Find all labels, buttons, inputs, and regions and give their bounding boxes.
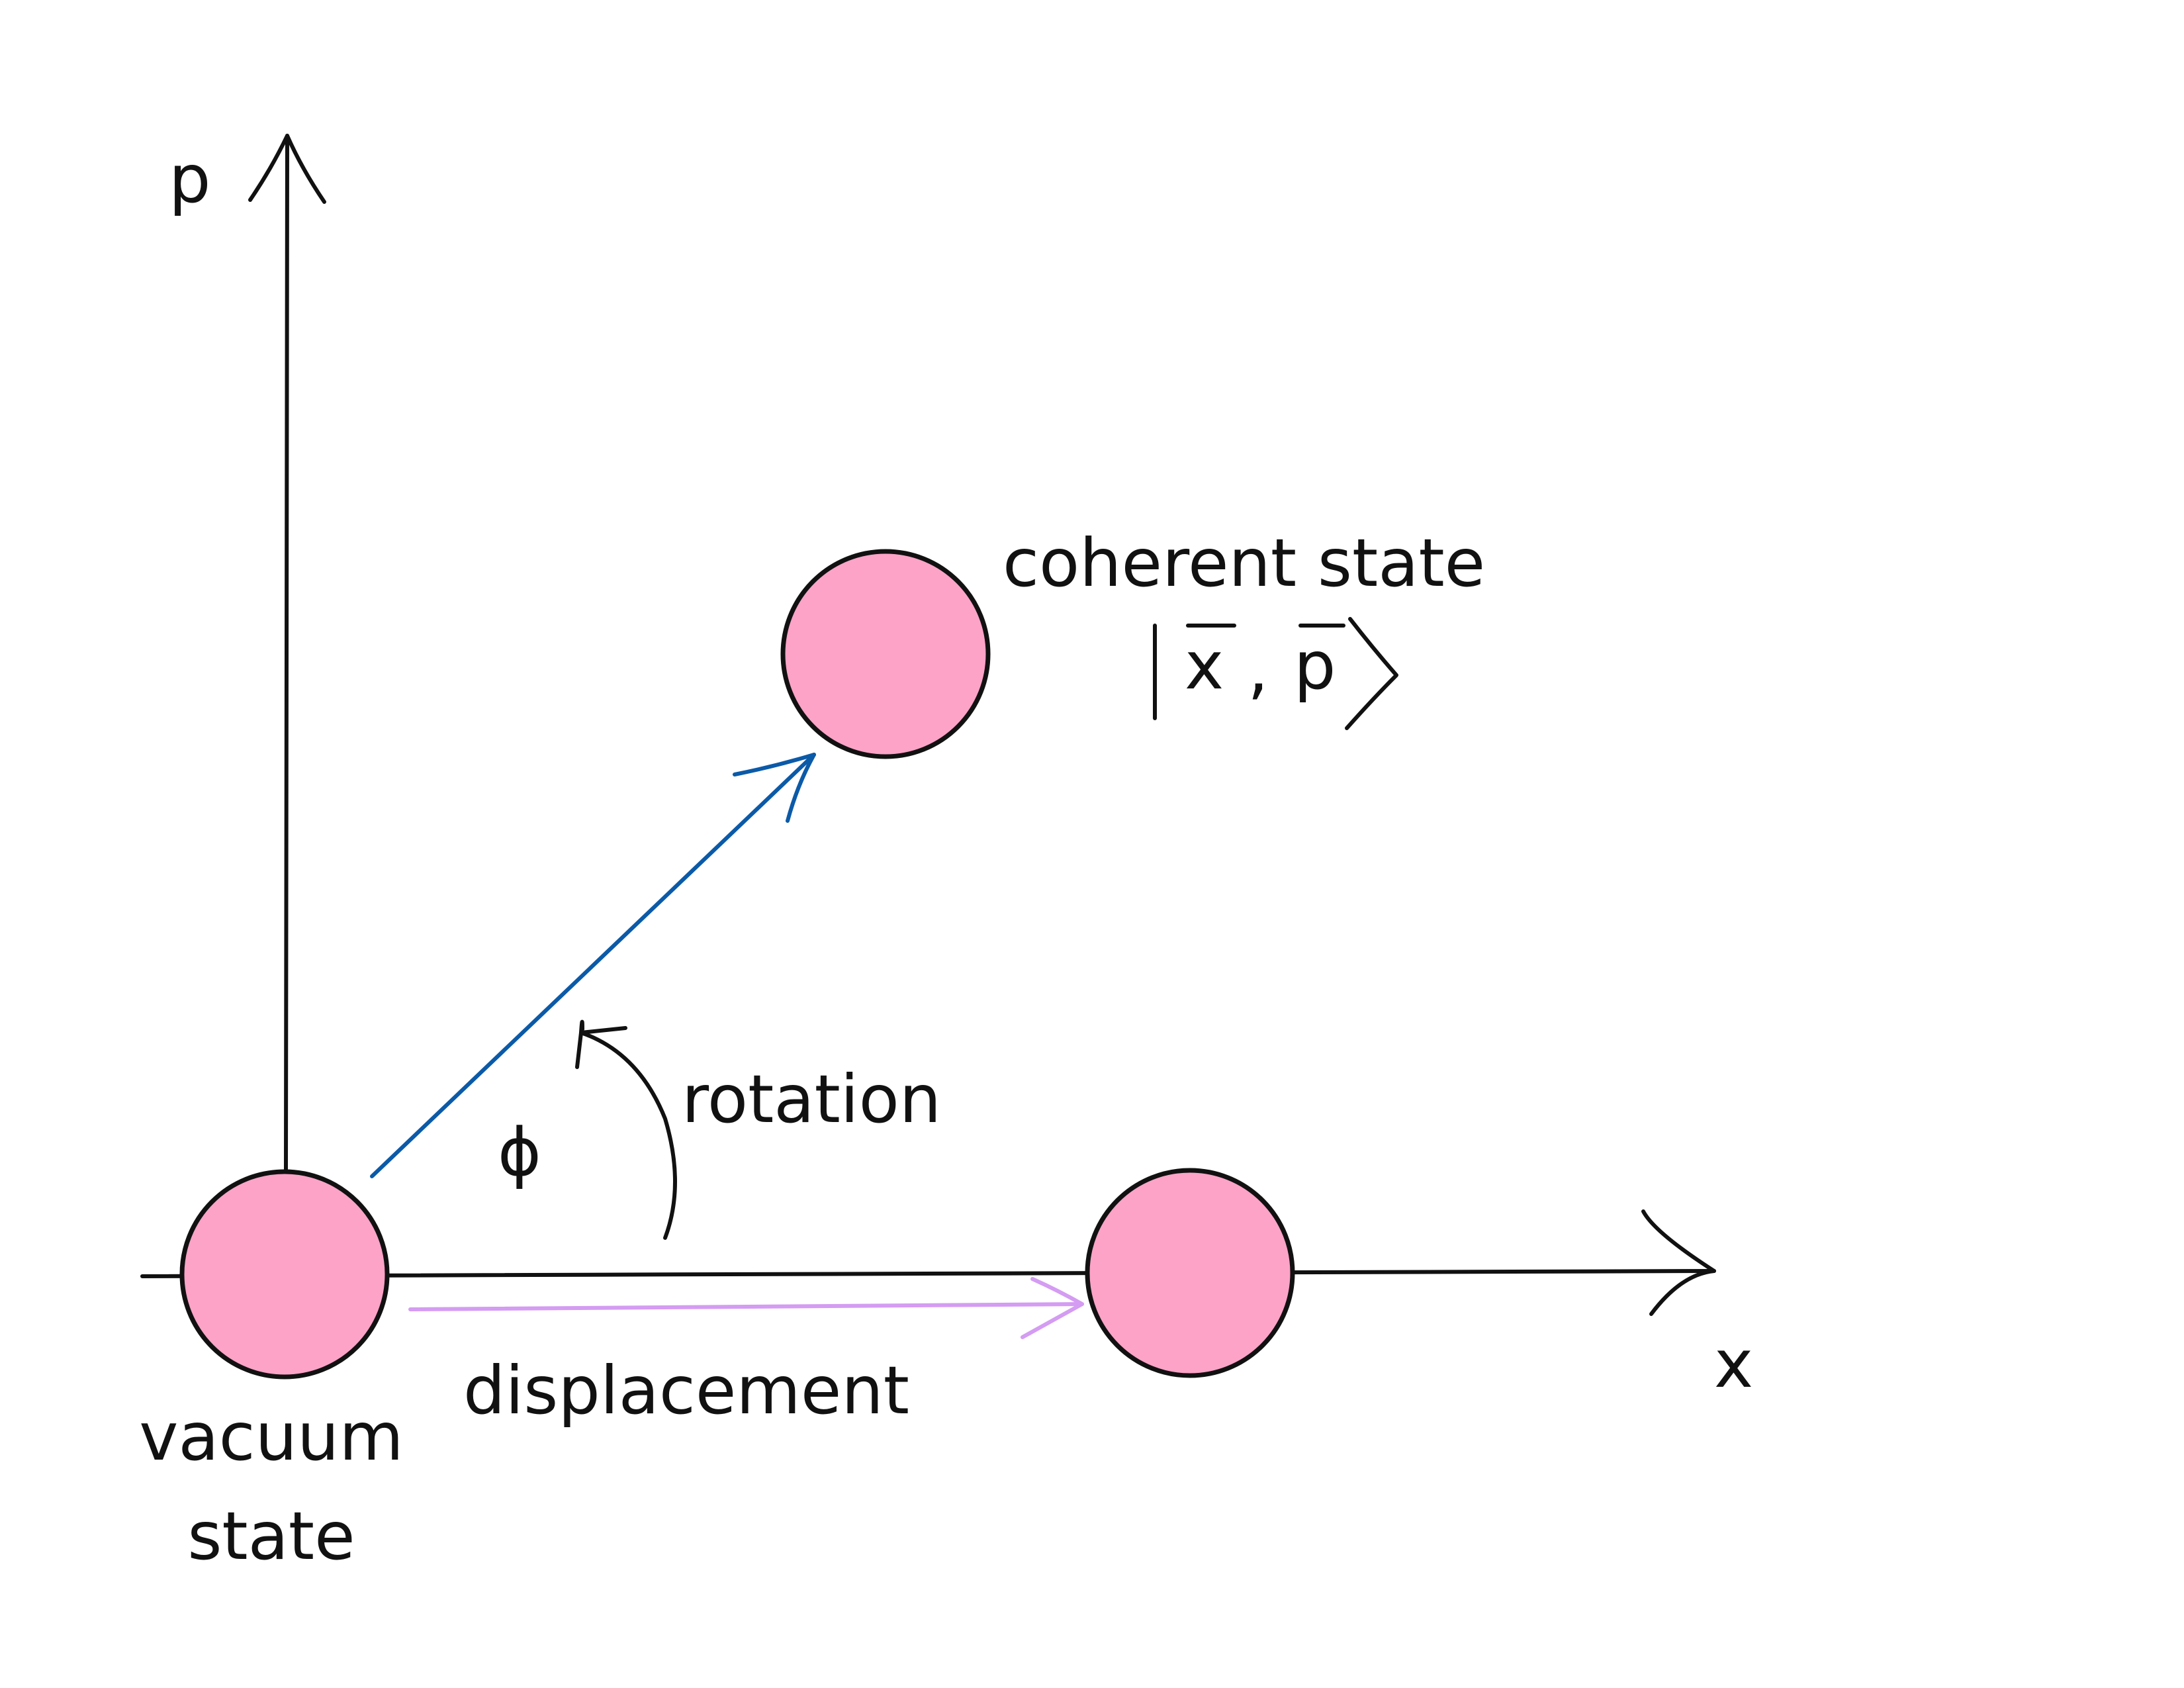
- coherent-state-ket: x , p: [1153, 617, 1398, 730]
- displacement-arrow-line: [408, 1302, 1084, 1311]
- ket-p-symbol: p: [1294, 627, 1336, 704]
- angle-curve-arrow: [575, 1019, 677, 1240]
- ket-x-symbol: x: [1185, 627, 1224, 704]
- displacement-arrow: [408, 1277, 1084, 1339]
- vacuum-state-label-line1: vacuum: [139, 1398, 404, 1476]
- rotation-arrow-head: [733, 753, 816, 823]
- coherent-state-label: coherent state: [1003, 524, 1485, 602]
- ket-separator: ,: [1248, 630, 1269, 708]
- vacuum-state-circle: [179, 1169, 390, 1380]
- angle-phi-label: ϕ: [498, 1113, 541, 1191]
- angle-curve: [579, 1031, 677, 1240]
- x-axis-arrowhead: [1641, 1209, 1716, 1316]
- rotation-arrow: [370, 753, 816, 1178]
- x-axis-line: [140, 1269, 1716, 1278]
- rotation-arrow-line: [370, 753, 816, 1178]
- displaced-state-circle: [1085, 1168, 1295, 1378]
- rotation-label: rotation: [682, 1060, 941, 1138]
- x-axis-label: x: [1714, 1325, 1753, 1403]
- displacement-label: displacement: [463, 1352, 909, 1429]
- p-axis-arrowhead: [248, 134, 326, 204]
- ket-angle-bracket: [1345, 617, 1398, 730]
- p-axis: p: [169, 134, 326, 1174]
- angle-curve-head: [575, 1019, 627, 1069]
- vacuum-state-label-line2: state: [187, 1497, 355, 1575]
- displacement-arrow-head: [1021, 1277, 1084, 1339]
- p-axis-label: p: [169, 140, 210, 218]
- coherent-state-circle: [780, 549, 991, 759]
- x-axis: x: [140, 1209, 1753, 1403]
- p-axis-line: [284, 134, 289, 1174]
